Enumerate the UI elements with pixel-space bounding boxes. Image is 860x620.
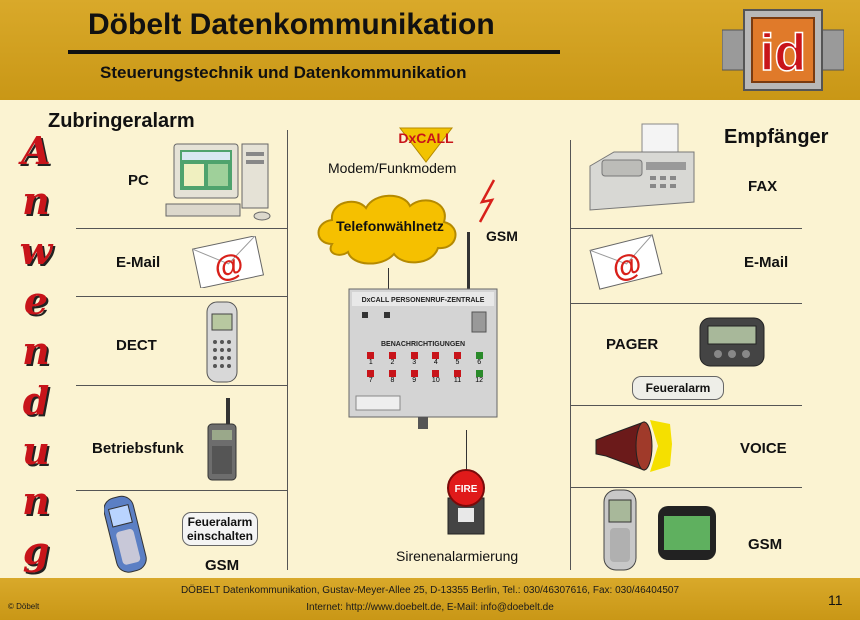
vertical-letter: d (22, 378, 50, 423)
email-icon: @ (589, 234, 663, 290)
siren-button-icon: FIRE (447, 469, 485, 535)
logo-text: id (760, 24, 806, 82)
device-button: 11 (447, 370, 469, 384)
page-subtitle: Steuerungstechnik und Datenkommunikation (100, 63, 467, 82)
left-item-label: PC (128, 172, 149, 189)
dxcall-logo-icon: DxCALL (398, 127, 454, 163)
device-button: 4 (425, 352, 447, 366)
nokia-phone-icon (658, 506, 716, 560)
lightning-icon (478, 179, 496, 223)
network-cloud (317, 194, 457, 265)
siren-label: Sirenenalarmierung (396, 548, 519, 564)
right-separator (570, 228, 802, 229)
device-button: 8 (382, 370, 404, 384)
network-label: Telefonwählnetz (336, 218, 444, 234)
right-item-label: FAX (748, 178, 778, 195)
device-title: DxCALL PERSONENRUF-ZENTRALE (362, 297, 485, 304)
callout-text: Feueralarm einschalten (186, 515, 254, 543)
left-separator (76, 228, 288, 229)
left-separator (76, 385, 288, 386)
email-icon: @ (191, 236, 265, 288)
footer-bar (0, 578, 860, 620)
modem-label: Modem/Funkmodem (328, 160, 457, 176)
left-separator (76, 490, 288, 491)
vertical-letter: n (22, 178, 50, 223)
vertical-letter: A (21, 128, 51, 173)
fax-icon (589, 123, 695, 211)
vertical-letter: n (22, 328, 50, 373)
device-button: 3 (403, 352, 425, 366)
pc-icon (165, 143, 271, 221)
device-button: 10 (425, 370, 447, 384)
left-separator (76, 296, 288, 297)
vertical-letter: g (22, 528, 50, 573)
right-item-label: E-Mail (744, 254, 789, 271)
company-logo: id (722, 9, 844, 91)
megaphone-icon (595, 420, 672, 472)
right-separator (570, 405, 802, 406)
pager-icon (699, 317, 765, 367)
device-button: 7 (360, 370, 382, 384)
footer-address: DÖBELT Datenkommunikation, Gustav-Meyer-… (180, 585, 680, 596)
mobile-phone-icon (603, 489, 637, 571)
right-separator (570, 303, 802, 304)
connector-line (388, 268, 389, 290)
svg-text:@: @ (211, 247, 246, 285)
left-item-label: DECT (116, 337, 157, 354)
right-divider (570, 140, 571, 570)
page-number: 11 (828, 592, 843, 608)
right-separator (570, 487, 802, 488)
left-heading: Zubringeralarm (48, 110, 195, 132)
callout-bubble: Feueralarm einschalten (182, 512, 258, 546)
dect-phone-icon (206, 301, 238, 383)
vertical-letter: u (22, 428, 50, 473)
footer-internet: Internet: http://www.doebelt.de, E-Mail:… (306, 602, 554, 613)
left-item-label: GSM (205, 557, 240, 574)
connector-line (466, 430, 467, 474)
brand-text: DxCALL (398, 130, 454, 146)
right-heading: Empfänger (724, 126, 829, 148)
device-button: 12 (468, 370, 490, 384)
device-button: 1 (360, 352, 382, 366)
left-item-label: Betriebsfunk (92, 440, 184, 457)
device-panel-label: BENACHRICHTIGUNGEN (381, 341, 465, 348)
device-button-grid: 1 2 3 4 5 6 7 8 9 10 11 12 (360, 352, 490, 384)
title-underline (68, 50, 560, 54)
page-title: Döbelt Datenkommunikation (88, 8, 495, 41)
vertical-letter: n (22, 478, 50, 523)
right-item-label: VOICE (740, 440, 787, 457)
device-button: 9 (403, 370, 425, 384)
vertical-letter: w (19, 228, 53, 273)
right-item-label: PAGER (606, 336, 659, 353)
device-button: 6 (468, 352, 490, 366)
antenna (467, 232, 470, 290)
siren-button-text: FIRE (455, 484, 478, 495)
vertical-letter: e (23, 278, 49, 323)
callout-bubble: Feueralarm (632, 376, 724, 400)
gsm-network-label: GSM (486, 228, 518, 244)
device-button: 2 (382, 352, 404, 366)
callout-text: Feueralarm (645, 381, 711, 395)
mobile-phone-icon (104, 495, 147, 573)
vertical-word: A n w e n d u n g (16, 128, 56, 578)
radio-icon (207, 398, 237, 481)
left-divider (287, 130, 288, 570)
right-item-label: GSM (748, 536, 783, 553)
left-item-label: E-Mail (116, 254, 161, 271)
copyright-text: © Döbelt (8, 602, 40, 611)
device-button: 5 (447, 352, 469, 366)
